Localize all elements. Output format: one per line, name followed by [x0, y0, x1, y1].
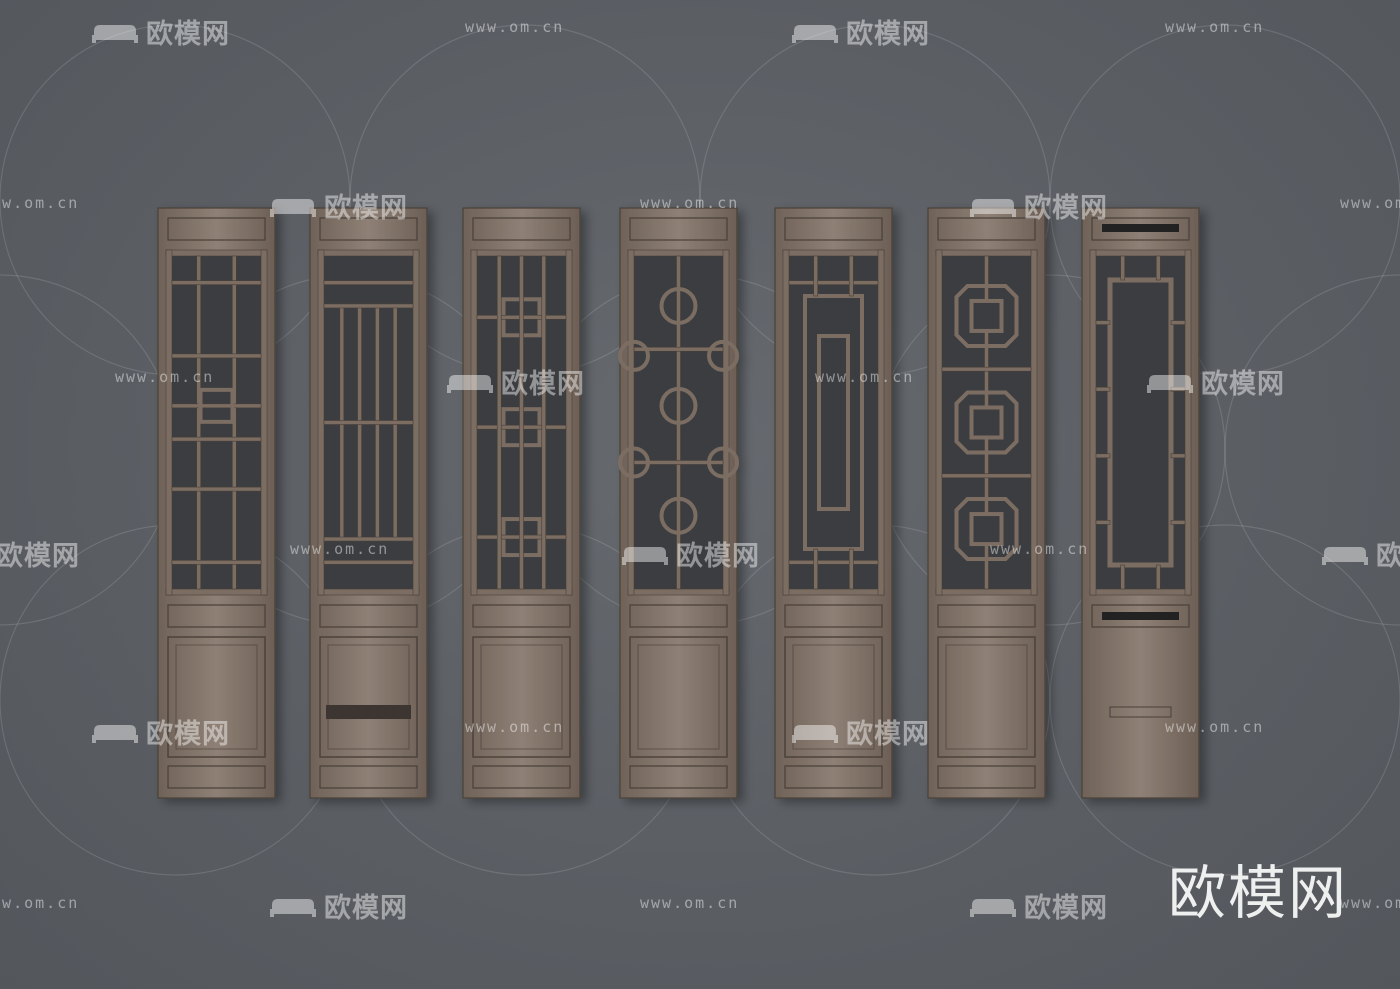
logo-watermark-text: 欧模网	[146, 719, 230, 750]
door-panel-7	[1081, 207, 1200, 799]
logo-watermark: 欧模网	[268, 886, 408, 925]
url-watermark: www.om.cn	[640, 894, 740, 912]
logo-watermark-text: 欧模网	[501, 369, 585, 400]
logo-watermark: 欧模网	[620, 534, 760, 573]
url-watermark: www.om.cn	[990, 540, 1090, 558]
url-watermark: www.om.cn	[465, 18, 565, 36]
logo-watermark: 欧模网	[90, 12, 230, 51]
door-panel-5	[774, 207, 893, 799]
url-watermark: www.om.cn	[0, 894, 80, 912]
url-watermark: www.om.cn	[1165, 18, 1265, 36]
logo-watermark: 欧模网	[90, 712, 230, 751]
logo-watermark-text: 欧模网	[1024, 193, 1108, 224]
url-watermark: www.om.cn	[290, 540, 390, 558]
door-panel-4	[618, 207, 739, 799]
url-watermark: www.om.cn	[465, 718, 565, 736]
watermark-arc	[1049, 24, 1400, 376]
door-panel-3	[462, 207, 581, 799]
url-watermark: www.om.cn	[1340, 194, 1400, 212]
logo-watermark-text: 欧模网	[1024, 893, 1108, 924]
logo-watermark: 欧模网	[268, 186, 408, 225]
logo-watermark: 欧模网	[1145, 362, 1285, 401]
url-watermark: www.om.cn	[1340, 894, 1400, 912]
url-watermark: www.om.cn	[815, 368, 915, 386]
watermark-arc	[1224, 274, 1400, 626]
logo-watermark: 欧模网	[1320, 534, 1400, 573]
url-watermark: www.om.cn	[640, 194, 740, 212]
brand-watermark: 欧模网	[1167, 859, 1348, 927]
logo-watermark-text: 欧模网	[146, 19, 230, 50]
logo-watermark: 欧模网	[968, 186, 1108, 225]
logo-watermark: 欧模网	[445, 362, 585, 401]
logo-watermark-text: 欧模网	[0, 541, 80, 572]
door-panel-1	[157, 207, 276, 799]
logo-watermark-text: 欧模网	[1376, 541, 1400, 572]
logo-watermark-text: 欧模网	[676, 541, 760, 572]
logo-watermark: 欧模网	[790, 12, 930, 51]
logo-watermark-text: 欧模网	[846, 19, 930, 50]
logo-watermark: 欧模网	[0, 534, 80, 573]
logo-watermark-text: 欧模网	[324, 893, 408, 924]
url-watermark: www.om.cn	[0, 194, 80, 212]
logo-watermark-text: 欧模网	[846, 719, 930, 750]
logo-watermark-text: 欧模网	[1201, 369, 1285, 400]
logo-watermark: 欧模网	[968, 886, 1108, 925]
door-panel-2	[309, 207, 428, 799]
url-watermark: www.om.cn	[115, 368, 215, 386]
door-panel-6	[927, 207, 1046, 799]
url-watermark: www.om.cn	[1165, 718, 1265, 736]
watermark-arc	[1049, 524, 1400, 876]
logo-watermark: 欧模网	[790, 712, 930, 751]
logo-watermark-text: 欧模网	[324, 193, 408, 224]
